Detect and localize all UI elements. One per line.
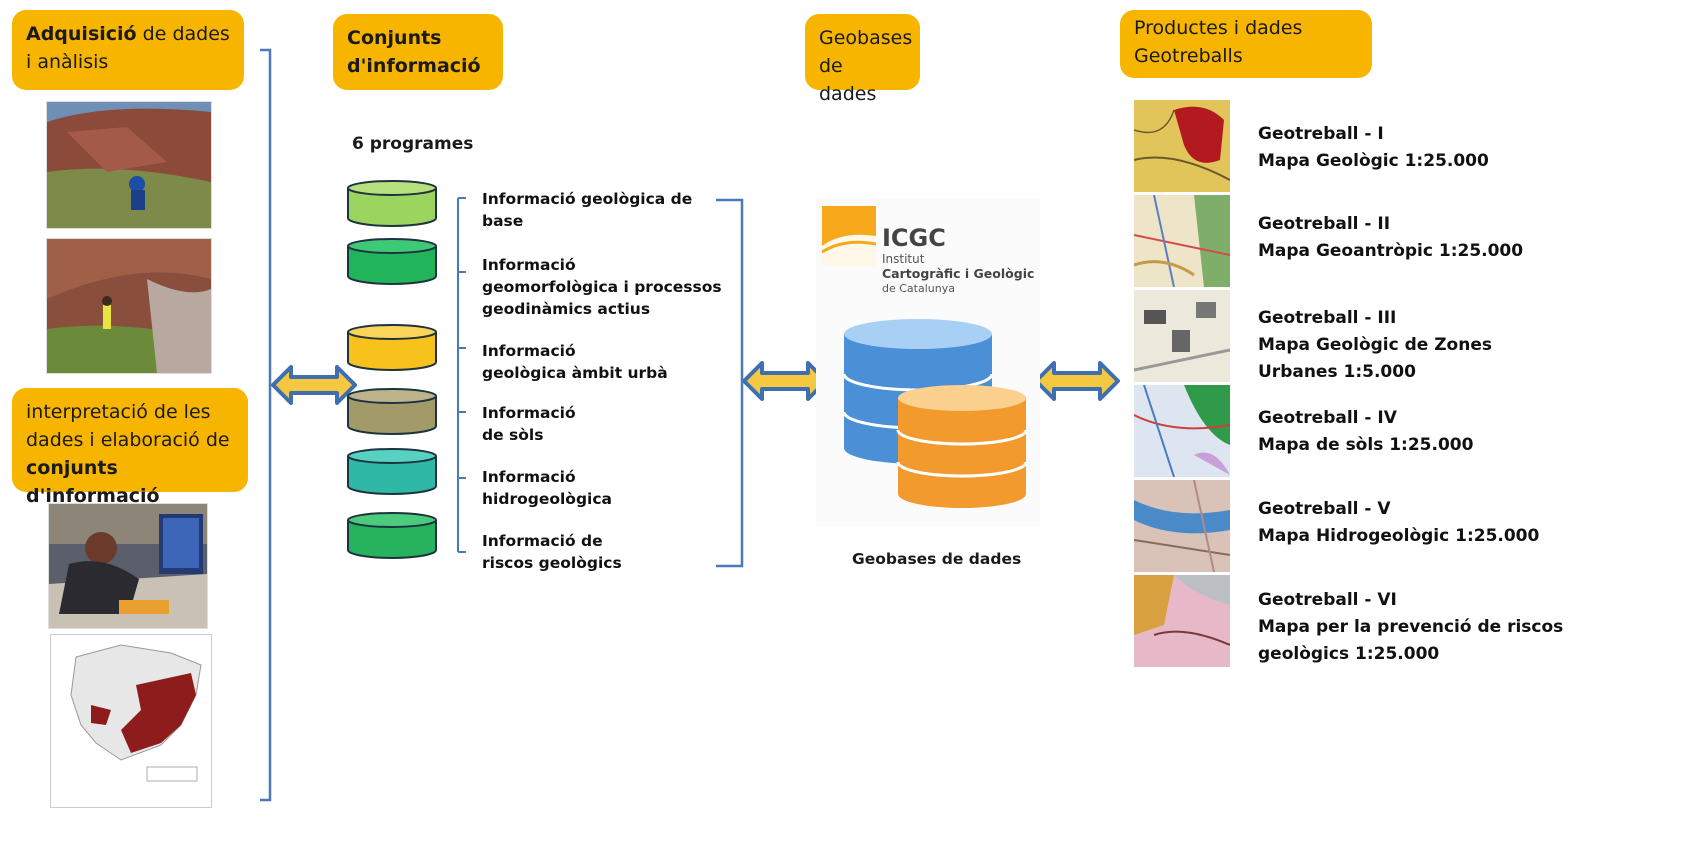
map-tile-4-image <box>1134 385 1230 477</box>
acquisition-rest: de dades <box>136 23 230 45</box>
interpretation-line1: interpretació de les <box>26 401 211 423</box>
icgc-line3: de Catalunya <box>882 282 955 295</box>
product-5-line1: Mapa Hidrogeològic 1:25.000 <box>1258 526 1540 546</box>
office-photo <box>48 503 208 629</box>
program-label-2: Informació geomorfològica i processos ge… <box>482 254 722 320</box>
program-2-line3: geodinàmics actius <box>482 300 651 318</box>
sets-header: Conjunts d'informació <box>333 14 503 90</box>
program-2-line2: geomorfològica i processos <box>482 278 722 296</box>
geobases-header: Geobases de dades <box>805 14 920 105</box>
program-label-3: Informació geològica àmbit urbà <box>482 340 668 384</box>
program-4-line2: de sòls <box>482 426 544 444</box>
acquisition-line2: i anàlisis <box>26 51 109 73</box>
field-photo-1 <box>46 101 212 229</box>
geobases-caption: Geobases de dades <box>852 550 1022 568</box>
program-1-line2: base <box>482 212 524 230</box>
cylinder-4 <box>347 388 437 435</box>
program-2-line1: Informació <box>482 256 576 274</box>
map-tile-3-image <box>1134 290 1230 382</box>
product-1-line1: Mapa Geològic 1:25.000 <box>1258 151 1489 171</box>
program-label-5: Informació hidrogeològica <box>482 466 612 510</box>
geobases-line2: de dades <box>819 55 877 105</box>
product-3-title: Geotreball - III <box>1258 308 1397 328</box>
catalonia-map-image <box>51 635 211 807</box>
icgc-logo-mark <box>822 206 876 266</box>
product-label-2: Geotreball - II Mapa Geoantròpic 1:25.00… <box>1258 211 1523 265</box>
cylinder-3 <box>347 324 437 371</box>
icgc-line2: Cartogràfic i Geològic <box>882 266 1035 281</box>
map-tile-6-image <box>1134 575 1230 667</box>
interpretation-bold: conjunts d'informació <box>26 457 160 507</box>
program-label-6: Informació de riscos geològics <box>482 530 622 574</box>
product-6-title: Geotreball - VI <box>1258 590 1397 610</box>
program-connector <box>457 197 466 553</box>
acquisition-bold: Adquisició <box>26 23 137 45</box>
field-photo-2-image <box>47 239 211 373</box>
double-arrow-3 <box>1034 361 1120 401</box>
map-tile-4 <box>1134 385 1230 477</box>
cylinder-1 <box>347 180 437 227</box>
catalonia-map-photo <box>50 634 212 808</box>
field-photo-1-image <box>47 102 211 228</box>
product-1-title: Geotreball - I <box>1258 124 1384 144</box>
program-6-line2: riscos geològics <box>482 554 622 572</box>
programs-bracket <box>716 198 744 568</box>
cylinder-stack <box>347 180 437 559</box>
map-tile-2 <box>1134 195 1230 287</box>
program-3-line2: geològica àmbit urbà <box>482 364 668 382</box>
product-label-5: Geotreball - V Mapa Hidrogeològic 1:25.0… <box>1258 496 1539 550</box>
product-6-line1: Mapa per la prevenció de riscos <box>1258 617 1564 637</box>
sets-line1: Conjunts <box>347 27 442 49</box>
icgc-acronym: ICGC <box>882 224 946 252</box>
program-3-line1: Informació <box>482 342 576 360</box>
program-1-line1: Informació geològica de <box>482 190 693 208</box>
products-header: Productes i dades Geotreballs <box>1120 10 1372 78</box>
products-line2: Geotreballs <box>1134 45 1243 67</box>
field-photo-2 <box>46 238 212 374</box>
map-tile-3 <box>1134 290 1230 382</box>
products-line1: Productes i dades <box>1134 17 1303 39</box>
program-5-line2: hidrogeològica <box>482 490 613 508</box>
interpretation-line2: dades i elaboració de <box>26 429 230 451</box>
product-3-line1: Mapa Geològic de Zones <box>1258 335 1492 355</box>
product-label-1: Geotreball - I Mapa Geològic 1:25.000 <box>1258 121 1489 175</box>
product-4-line1: Mapa de sòls 1:25.000 <box>1258 435 1474 455</box>
product-label-6: Geotreball - VI Mapa per la prevenció de… <box>1258 587 1563 668</box>
cylinder-2 <box>347 238 437 285</box>
product-6-line2: geològics 1:25.000 <box>1258 644 1440 664</box>
cylinder-5 <box>347 448 437 495</box>
program-label-4: Informació de sòls <box>482 402 576 446</box>
programs-title: 6 programes <box>352 134 474 154</box>
program-4-line1: Informació <box>482 404 576 422</box>
product-label-4: Geotreball - IV Mapa de sòls 1:25.000 <box>1258 405 1473 459</box>
program-5-line1: Informació <box>482 468 576 486</box>
icgc-line1: Institut <box>882 252 925 266</box>
map-tile-1 <box>1134 100 1230 192</box>
product-3-line2: Urbanes 1:5.000 <box>1258 362 1416 382</box>
program-label-1: Informació geològica de base <box>482 188 692 232</box>
double-arrow-1 <box>271 365 357 405</box>
product-2-title: Geotreball - II <box>1258 214 1391 234</box>
program-6-line1: Informació de <box>482 532 603 550</box>
office-photo-image <box>49 504 207 628</box>
map-tile-2-image <box>1134 195 1230 287</box>
geobases-line1: Geobases <box>819 27 913 49</box>
acquisition-header: Adquisició de dades i anàlisis <box>12 10 244 90</box>
database-icon <box>842 319 1028 508</box>
product-label-3: Geotreball - III Mapa Geològic de Zones … <box>1258 305 1492 386</box>
map-tile-5-image <box>1134 480 1230 572</box>
sets-line2: d'informació <box>347 55 481 77</box>
map-tile-5 <box>1134 480 1230 572</box>
product-4-title: Geotreball - IV <box>1258 408 1397 428</box>
product-5-title: Geotreball - V <box>1258 499 1391 519</box>
map-tile-6 <box>1134 575 1230 667</box>
left-bracket <box>260 48 272 802</box>
product-2-line1: Mapa Geoantròpic 1:25.000 <box>1258 241 1524 261</box>
cylinder-6 <box>347 512 437 559</box>
interpretation-header: interpretació de les dades i elaboració … <box>12 388 248 507</box>
map-tile-1-image <box>1134 100 1230 192</box>
